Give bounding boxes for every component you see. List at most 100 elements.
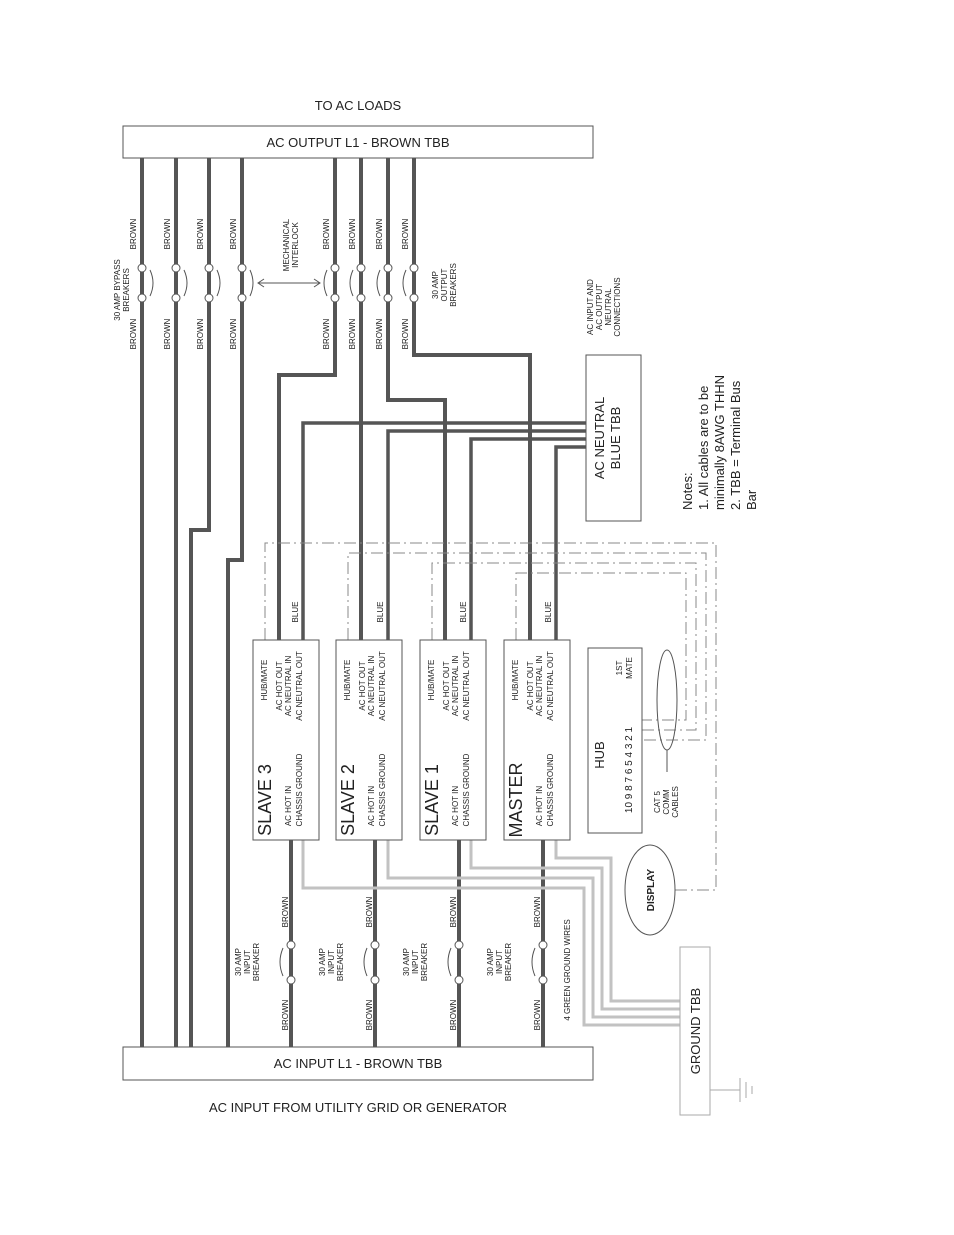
svg-text:BROWN: BROWN [365, 999, 374, 1030]
svg-text:HUB/MATE: HUB/MATE [260, 660, 269, 701]
svg-text:minimally 8AWG THHN: minimally 8AWG THHN [712, 375, 727, 510]
ac-output-tbb-label: AC OUTPUT L1 - BROWN TBB [267, 135, 450, 150]
svg-text:30 AMP BYPASS: 30 AMP BYPASS [113, 259, 122, 321]
svg-text:BROWN: BROWN [163, 318, 172, 349]
neutral-blue-tbb [585, 354, 642, 522]
ac-output-tbb [122, 125, 594, 159]
svg-text:BROWN: BROWN [533, 999, 542, 1030]
svg-text:BREAKER: BREAKER [252, 943, 261, 981]
svg-text:INPUT: INPUT [327, 950, 336, 974]
comm-cables [264, 542, 717, 891]
svg-text:AC HOT IN: AC HOT IN [284, 786, 293, 827]
neutral-tbb-line1: AC NEUTRAL [592, 397, 607, 479]
svg-text:BROWN: BROWN [375, 218, 384, 249]
svg-text:AC HOT IN: AC HOT IN [367, 786, 376, 827]
svg-text:AC HOT OUT: AC HOT OUT [526, 661, 535, 710]
svg-text:BLUE: BLUE [544, 602, 553, 623]
svg-text:BROWN: BROWN [449, 896, 458, 927]
svg-text:BROWN: BROWN [348, 318, 357, 349]
hub-mate-line1: 1ST [615, 661, 624, 676]
svg-text:MASTER: MASTER [506, 762, 526, 837]
cat5-label: CAT 5 COMM CABLES [653, 786, 680, 818]
svg-text:BROWN: BROWN [365, 896, 374, 927]
inverter-master: MASTER [503, 639, 571, 841]
hub-box [587, 647, 643, 834]
svg-text:SLAVE 1: SLAVE 1 [422, 764, 442, 836]
neutral-connections-label: AC INPUT AND AC OUTPUT NEUTRAL CONNECTIO… [586, 277, 622, 336]
svg-text:BLUE: BLUE [459, 602, 468, 623]
svg-text:AC HOT IN: AC HOT IN [535, 786, 544, 827]
svg-text:BROWN: BROWN [129, 218, 138, 249]
svg-text:AC NEUTRAL OUT: AC NEUTRAL OUT [462, 651, 471, 721]
top-label: TO AC LOADS [315, 98, 402, 113]
ground-tbb-label: GROUND TBB [688, 988, 703, 1074]
svg-text:AC HOT IN: AC HOT IN [451, 786, 460, 827]
svg-text:BREAKERS: BREAKERS [122, 268, 131, 312]
svg-text:AC NEUTRAL OUT: AC NEUTRAL OUT [295, 651, 304, 721]
svg-text:BROWN: BROWN [401, 318, 410, 349]
inverter-slave-3: SLAVE 3 [252, 639, 320, 841]
svg-text:INPUT: INPUT [411, 950, 420, 974]
svg-text:BREAKER: BREAKER [504, 943, 513, 981]
ground-tbb [679, 946, 711, 1116]
svg-text:BREAKERS: BREAKERS [449, 263, 458, 307]
svg-text:MECHANICAL: MECHANICAL [282, 218, 291, 271]
svg-text:2. TBB = Terminal Bus: 2. TBB = Terminal Bus [728, 380, 743, 510]
svg-text:BROWN: BROWN [375, 318, 384, 349]
svg-text:HUB/MATE: HUB/MATE [427, 660, 436, 701]
ac-input-tbb [122, 1046, 594, 1081]
display-unit [624, 844, 676, 936]
display-label: DISPLAY [646, 868, 657, 911]
bypass-wires [140, 158, 244, 1047]
cat5-bundle [656, 649, 678, 751]
svg-text:BROWN: BROWN [229, 218, 238, 249]
svg-text:CABLES: CABLES [671, 786, 680, 818]
brown-labels-lower: BROWN BROWN BROWN BROWN BROWN BROWN BROW… [281, 896, 542, 1030]
svg-text:CONNECTIONS: CONNECTIONS [613, 277, 622, 336]
svg-text:AC HOT OUT: AC HOT OUT [358, 661, 367, 710]
hub-mate-line2: MATE [625, 657, 634, 679]
svg-text:AC NEUTRAL IN: AC NEUTRAL IN [367, 655, 376, 716]
bypass-breakers [137, 263, 254, 303]
svg-text:BROWN: BROWN [322, 318, 331, 349]
neutral-tbb-line2: BLUE TBB [608, 407, 623, 470]
interlock-label: MECHANICAL INTERLOCK [282, 218, 300, 271]
brown-labels-upper: BROWN BROWN BROWN BROWN BROWN BROWN BROW… [129, 218, 410, 349]
terminal-labels: HUB/MATE AC HOT OUT AC NEUTRAL IN AC NEU… [260, 651, 555, 826]
svg-text:BROWN: BROWN [196, 318, 205, 349]
output-breaker-label: 30 AMP OUTPUT BREAKERS [431, 263, 458, 307]
svg-text:SLAVE 2: SLAVE 2 [338, 764, 358, 836]
output-breakers [323, 263, 419, 303]
svg-text:BLUE: BLUE [291, 602, 300, 623]
svg-text:AC OUTPUT: AC OUTPUT [595, 284, 604, 330]
svg-text:INPUT: INPUT [495, 950, 504, 974]
input-breaker-labels: 30 AMP INPUT BREAKER 30 AMP INPUT BREAKE… [234, 943, 513, 981]
hub-title: HUB [592, 741, 607, 768]
svg-text:BROWN: BROWN [533, 896, 542, 927]
svg-text:AC NEUTRAL IN: AC NEUTRAL IN [284, 655, 293, 716]
svg-text:BROWN: BROWN [348, 218, 357, 249]
svg-text:30 AMP: 30 AMP [234, 948, 243, 976]
svg-text:BROWN: BROWN [196, 218, 205, 249]
svg-text:AC HOT OUT: AC HOT OUT [275, 661, 284, 710]
svg-text:BREAKER: BREAKER [420, 943, 429, 981]
green-ground-wires-label: 4 GREEN GROUND WIRES [563, 919, 572, 1020]
svg-text:30 AMP: 30 AMP [431, 271, 440, 299]
hub-ports: 10 9 8 7 6 5 4 3 2 1 [624, 726, 635, 813]
ac-input-tbb-label: AC INPUT L1 - BROWN TBB [274, 1056, 443, 1071]
svg-text:BROWN: BROWN [129, 318, 138, 349]
blue-labels: BLUE BLUE BLUE BLUE [291, 602, 553, 623]
notes: Notes: 1. All cables are to be minimally… [680, 375, 759, 510]
svg-text:30 AMP: 30 AMP [402, 948, 411, 976]
svg-text:AC NEUTRAL OUT: AC NEUTRAL OUT [546, 651, 555, 721]
svg-text:INPUT: INPUT [243, 950, 252, 974]
input-breakers [279, 940, 548, 985]
svg-text:COMM: COMM [662, 789, 671, 815]
svg-text:BREAKER: BREAKER [336, 943, 345, 981]
neutral-wires [301, 421, 586, 640]
ground-wires [301, 840, 680, 1027]
svg-text:CHASSIS GROUND: CHASSIS GROUND [295, 753, 304, 826]
svg-text:CHASSIS GROUND: CHASSIS GROUND [378, 753, 387, 826]
inverter-slave-1: SLAVE 1 [419, 639, 487, 841]
